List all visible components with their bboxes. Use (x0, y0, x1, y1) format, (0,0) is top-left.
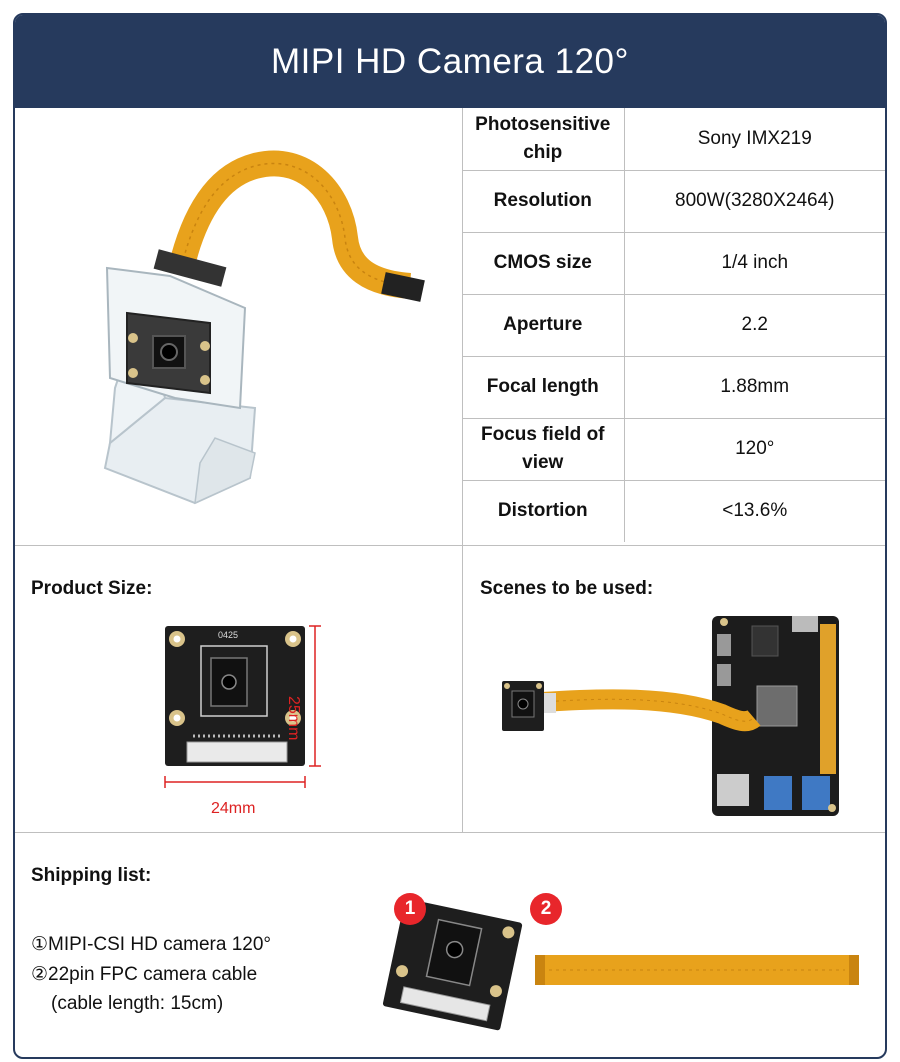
scenes-panel: Scenes to be used: (462, 546, 885, 832)
spec-row: Focal length 1.88mm (462, 356, 885, 419)
spec-label: Resolution (462, 170, 625, 233)
spec-value: 2.2 (624, 294, 885, 357)
shipping-item-note: (cable length: 15cm) (51, 993, 224, 1014)
shipping-section: Shipping list: ①MIPI-CSI HD camera 120° … (15, 833, 885, 1057)
spec-row: Photosensitive chip Sony IMX219 (462, 108, 885, 171)
spec-value: 120° (624, 418, 885, 481)
board-marking: 0425 (218, 630, 239, 640)
spec-row: Resolution 800W(3280X2464) (462, 170, 885, 233)
spec-label: Focal length (462, 356, 625, 419)
page-title: MIPI HD Camera 120° (15, 15, 885, 108)
spec-value: Sony IMX219 (624, 108, 885, 171)
spec-row: Focus field of view 120° (462, 418, 885, 481)
shipping-items-image (382, 898, 859, 1031)
shipping-item: ①MIPI-CSI HD camera 120° (31, 934, 272, 955)
product-size-panel: Product Size: 0425 (15, 546, 463, 832)
shipping-item: ②22pin FPC camera cable (31, 964, 258, 985)
spec-row: Distortion <13.6% (462, 480, 885, 542)
height-dimension-label: 25mm (285, 696, 302, 741)
spec-label: CMOS size (462, 232, 625, 295)
spec-label: Focus field of view (462, 418, 625, 481)
product-size-title: Product Size: (31, 578, 153, 599)
shipping-title: Shipping list: (31, 865, 152, 886)
spec-label: Photosensitive chip (462, 108, 625, 171)
item-badge-1: 1 (394, 893, 426, 925)
item-badge-2: 2 (530, 893, 562, 925)
spec-section: Photosensitive chip Sony IMX219 Resoluti… (15, 108, 885, 546)
product-card: MIPI HD Camera 120° (13, 13, 887, 1059)
spec-row: Aperture 2.2 (462, 294, 885, 357)
spec-row: CMOS size 1/4 inch (462, 232, 885, 295)
scenes-title: Scenes to be used: (480, 578, 654, 599)
spec-label: Aperture (462, 294, 625, 357)
camera-photo (15, 108, 463, 545)
camera-with-stand-image (103, 150, 425, 505)
spec-value: 800W(3280X2464) (624, 170, 885, 233)
spec-value: <13.6% (722, 500, 788, 522)
camera-on-board-image (502, 616, 839, 816)
width-dimension-label: 24mm (211, 800, 256, 817)
size-and-scenes-section: Product Size: 0425 (15, 546, 885, 833)
spec-value: 1.88mm (624, 356, 885, 419)
spec-table: Photosensitive chip Sony IMX219 Resoluti… (462, 108, 885, 542)
spec-label: Distortion (462, 480, 625, 542)
camera-board-diagram (164, 625, 321, 788)
spec-value: 1/4 inch (624, 232, 885, 295)
